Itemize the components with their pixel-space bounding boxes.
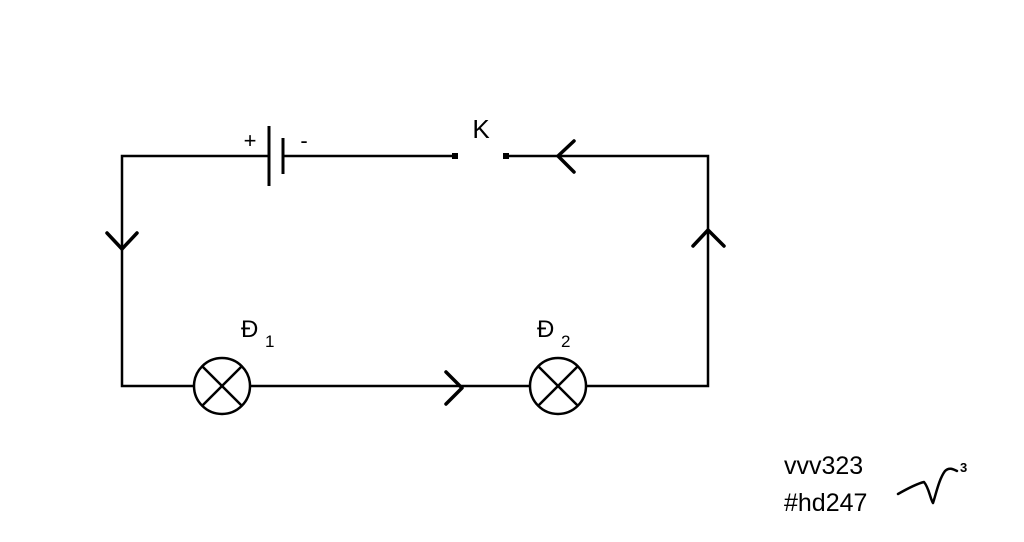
lamp-d2: Đ 2 — [528, 316, 588, 416]
battery: + - — [244, 126, 308, 186]
battery-minus-label: - — [300, 128, 307, 153]
arrow-bottom-right — [444, 370, 464, 406]
lamp-d1-letter: Đ — [241, 316, 258, 343]
lamp-d1-index: 1 — [265, 332, 274, 351]
watermark-line2: #hd247 — [784, 489, 867, 517]
lamp-d2-index: 2 — [561, 332, 570, 351]
switch-terminal-right — [503, 153, 509, 159]
lamp-d2-cross-b — [537, 365, 579, 407]
signature-mark-icon — [896, 467, 959, 505]
circuit-wires — [120, 154, 710, 388]
switch-terminal-left — [452, 153, 458, 159]
arrow-right-up — [691, 228, 726, 248]
arrow-top-left — [556, 139, 576, 174]
switch-label: K — [472, 114, 490, 144]
arrow-left-down — [105, 231, 139, 251]
switch-k: K — [452, 114, 509, 159]
lamp-d1: Đ 1 — [192, 316, 274, 416]
lamp-d1-label: Đ 1 — [241, 316, 274, 351]
wire-switch-to-right — [506, 154, 710, 388]
lamp-d2-letter: Đ — [537, 316, 554, 343]
current-arrows — [105, 139, 726, 406]
wire-top-left — [120, 154, 269, 388]
battery-plus-label: + — [244, 128, 257, 153]
lamp-d1-cross-b — [201, 365, 243, 407]
lamp-d2-label: Đ 2 — [537, 316, 570, 351]
signature-superscript: 3 — [960, 460, 967, 475]
watermark-line1: vvv323 — [784, 452, 863, 480]
watermark: vvv323 #hd247 3 — [784, 452, 967, 517]
